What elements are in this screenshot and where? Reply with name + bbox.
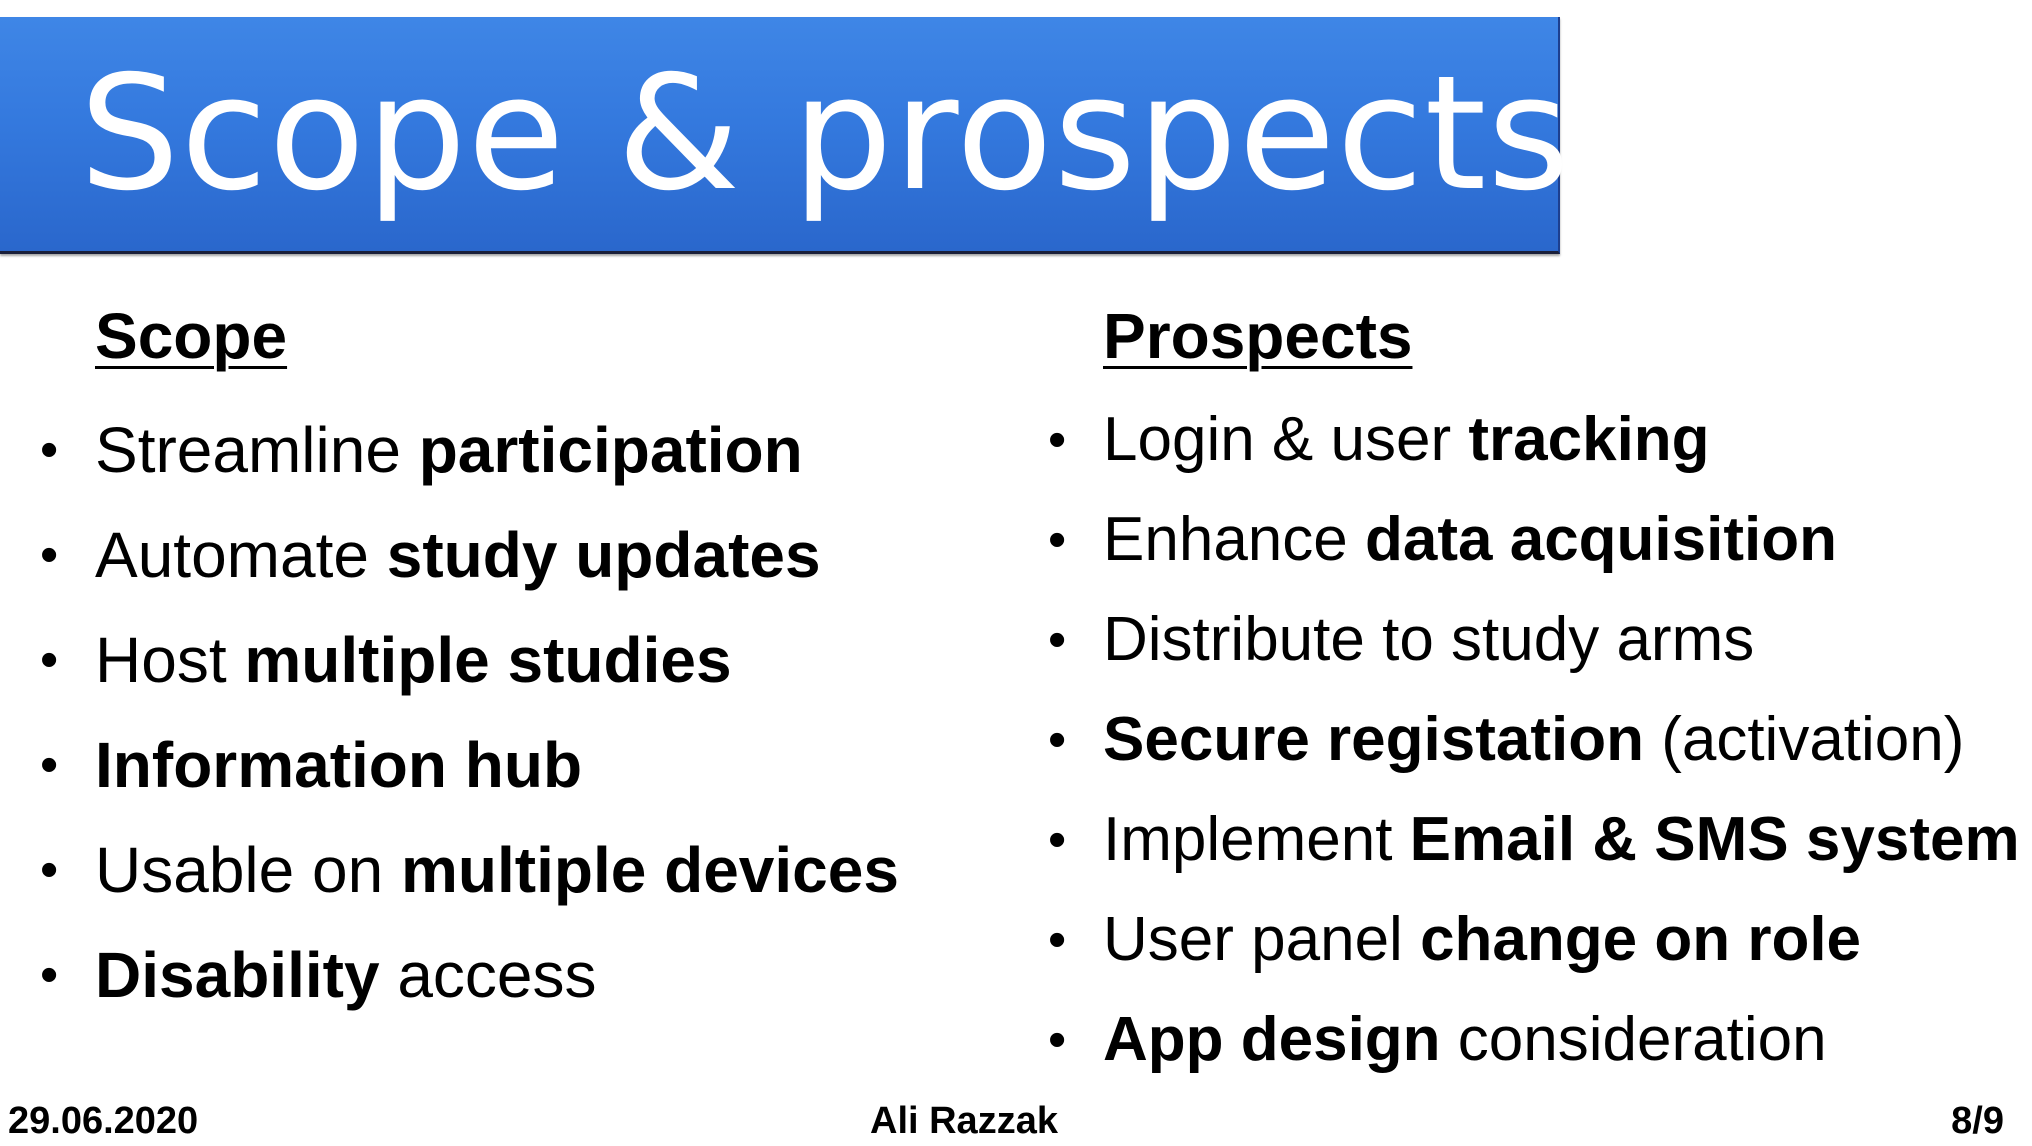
prospects-item-study-arms: •Distribute to study arms [1048,590,2032,690]
scope-item-information-hub: •Information hub [40,713,1000,818]
bullet-icon: • [40,946,59,1004]
bullet-icon: • [1048,811,1067,869]
prospects-item-change-on-role: •User panel change on role [1048,890,2032,990]
bullet-icon: • [1048,411,1067,469]
bullet-icon: • [40,421,59,479]
prospects-item-email-sms: •Implement Email & SMS system [1048,790,2032,890]
bullet-icon: • [40,736,59,794]
title-banner: Scope & prospects [0,17,1570,254]
scope-item-multiple-devices: •Usable on multiple devices [40,818,1000,923]
bullet-icon: • [40,841,59,899]
prospects-item-tracking: •Login & user tracking [1048,390,2032,490]
scope-item-participation: •Streamline participation [40,398,1000,503]
footer-date: 29.06.2020 [8,1100,199,1142]
bullet-icon: • [1048,511,1067,569]
bullet-icon: • [1048,911,1067,969]
footer-author: Ali Razzak [870,1100,1058,1142]
prospects-list: •Login & user tracking •Enhance data acq… [1048,390,2032,1090]
scope-item-disability-access: •Disability access [40,923,1000,1028]
prospects-item-data-acquisition: •Enhance data acquisition [1048,490,2032,590]
prospects-item-secure-registation: •Secure registation (activation) [1048,690,2032,790]
prospects-column: Prospects •Login & user tracking •Enhanc… [1048,300,2032,1090]
footer-page-number: 8/9 [1951,1100,2004,1142]
bullet-icon: • [40,526,59,584]
scope-list: •Streamline participation •Automate stud… [40,398,1000,1028]
bullet-icon: • [1048,711,1067,769]
prospects-item-app-design: •App design consideration [1048,990,2032,1090]
bullet-icon: • [1048,611,1067,669]
scope-heading: Scope [95,300,288,372]
bullet-icon: • [1048,1011,1067,1069]
prospects-heading: Prospects [1103,300,1413,372]
scope-item-multiple-studies: •Host multiple studies [40,608,1000,713]
slide-title: Scope & prospects [79,42,1571,226]
bullet-icon: • [40,631,59,689]
scope-column: Scope •Streamline participation •Automat… [40,300,1000,1028]
scope-item-study-updates: •Automate study updates [40,503,1000,608]
